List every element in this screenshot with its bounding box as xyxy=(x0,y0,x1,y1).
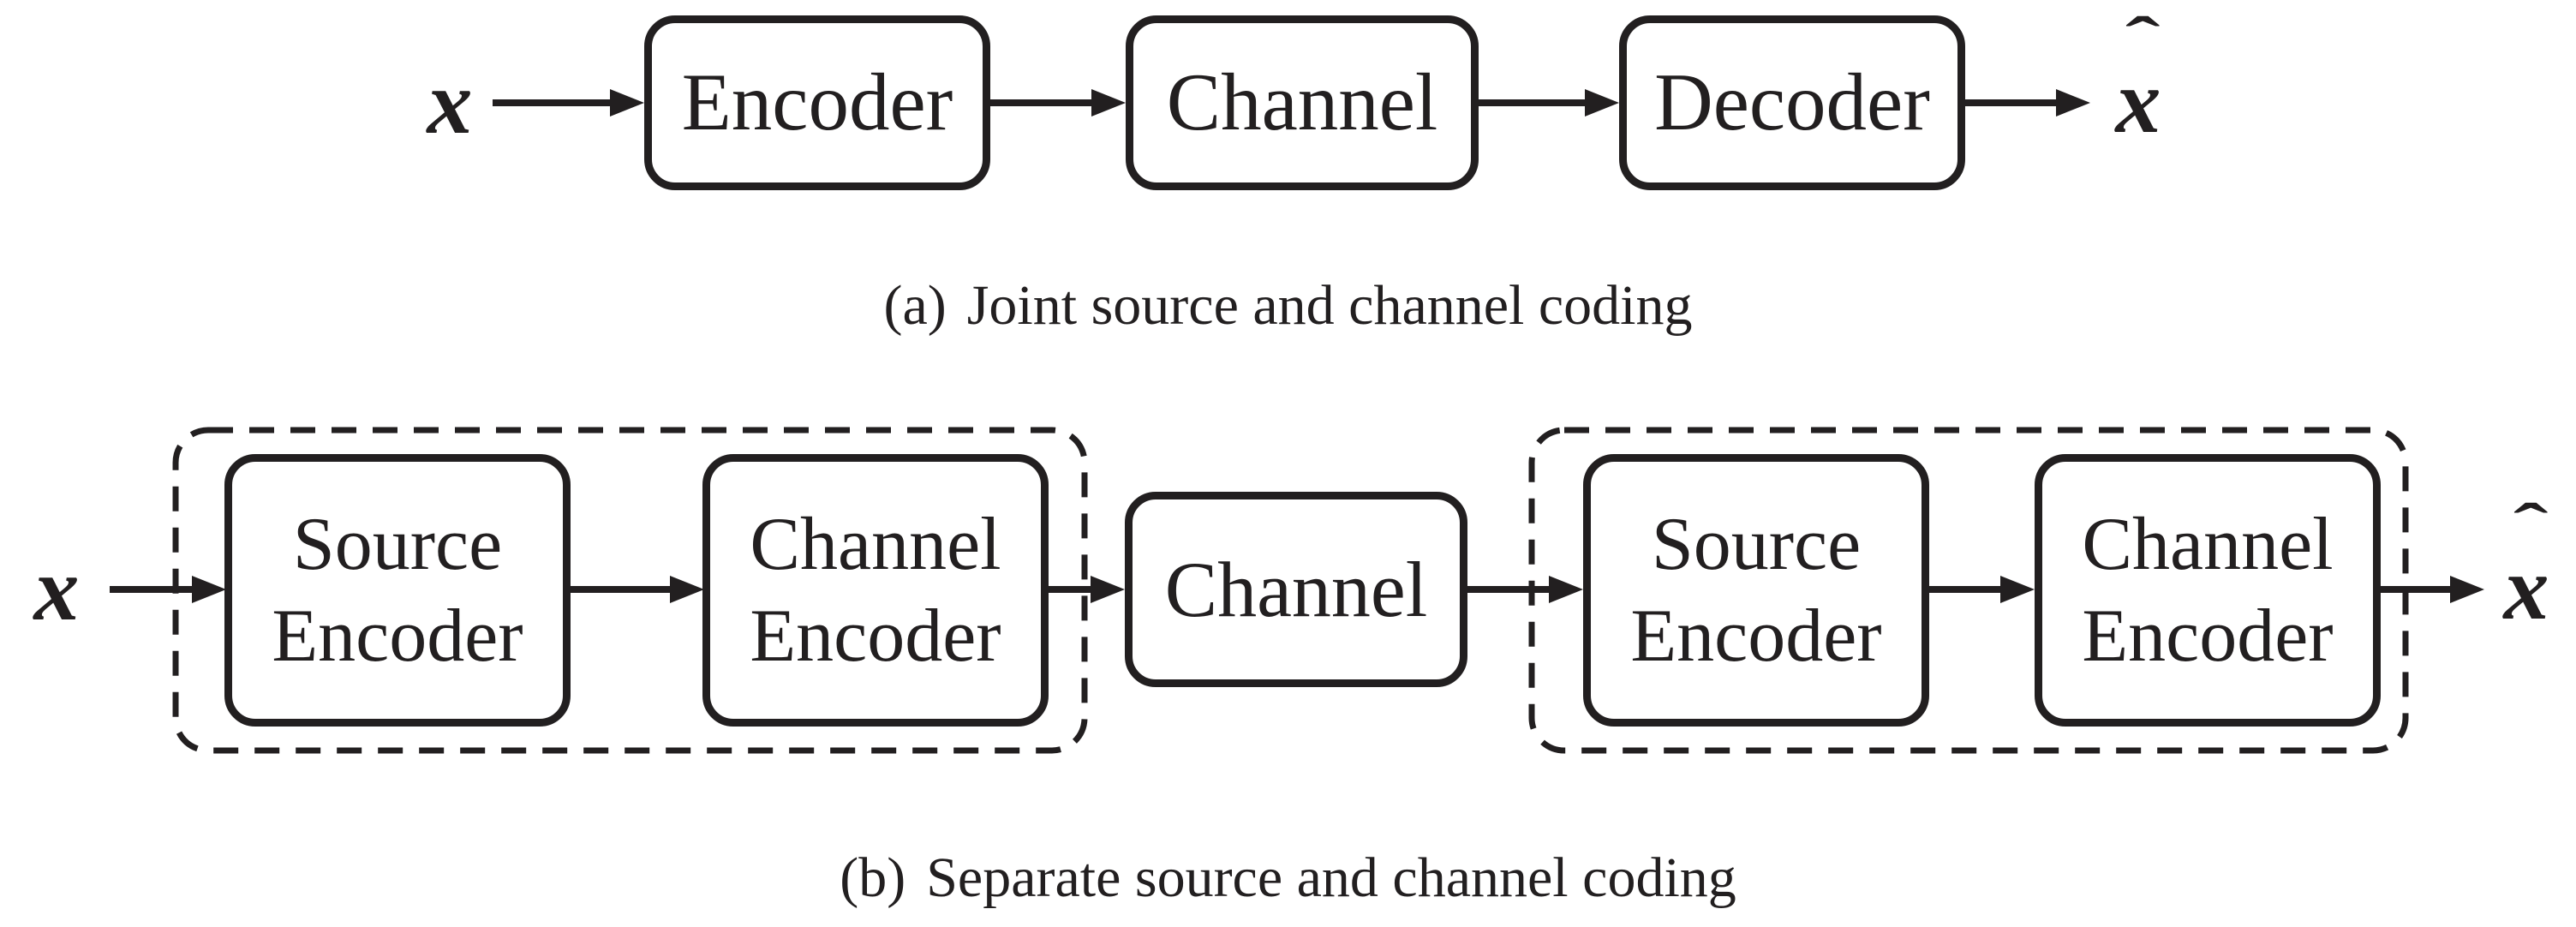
block-source-encoder-rx: Source Encoder xyxy=(1583,454,1929,727)
block-channel-encoder-rx: Channel Encoder xyxy=(2035,454,2381,727)
input-symbol-a-base: x xyxy=(427,52,473,153)
block-source-encoder-tx-label: Source Encoder xyxy=(272,502,523,678)
caption-b-index: (b) xyxy=(840,846,906,909)
block-source-encoder-tx: Source Encoder xyxy=(224,454,571,727)
block-channel-encoder-tx: Channel Encoder xyxy=(702,454,1049,727)
block-decoder-a: Decoder xyxy=(1619,15,1965,190)
block-channel-b-label: Channel xyxy=(1164,545,1428,633)
block-encoder-a: Encoder xyxy=(644,15,990,190)
input-symbol-b: x xyxy=(15,538,98,641)
caption-b: (b) Separate source and channel coding xyxy=(0,844,2576,912)
block-decoder-a-label: Decoder xyxy=(1654,57,1930,148)
block-encoder-a-label: Encoder xyxy=(681,57,953,148)
block-channel-encoder-tx-label: Channel Encoder xyxy=(750,502,1001,678)
block-channel-a: Channel xyxy=(1126,15,1479,190)
output-symbol-a-base: x xyxy=(2115,51,2161,152)
caption-a-index: (a) xyxy=(883,274,947,337)
output-symbol-b-base: x xyxy=(2503,538,2549,638)
hat-accent-b: ˆ xyxy=(2513,492,2549,562)
block-source-encoder-rx-label: Source Encoder xyxy=(1630,502,1882,678)
arrow-b-tx-to-channel xyxy=(1049,576,1125,603)
input-symbol-b-base: x xyxy=(33,539,80,639)
input-symbol-a: x xyxy=(409,51,491,154)
caption-a: (a) Joint source and channel coding xyxy=(0,272,2576,340)
output-symbol-a: ˆ x xyxy=(2087,5,2190,152)
arrow-b-source-to-channel-encoder-tx xyxy=(571,576,704,603)
arrow-a-input-to-encoder xyxy=(493,89,644,117)
block-channel-encoder-rx-label: Channel Encoder xyxy=(2082,502,2334,678)
arrow-a-encoder-to-channel xyxy=(990,89,1126,117)
arrow-b-source-to-channel-encoder-rx xyxy=(1929,576,2035,603)
block-channel-a-label: Channel xyxy=(1166,57,1438,148)
hat-accent-a: ˆ xyxy=(2125,5,2161,75)
arrow-b-channel-to-rx xyxy=(1467,576,1583,603)
caption-a-text: Joint source and channel coding xyxy=(966,274,1693,337)
arrow-b-rx-to-output xyxy=(2381,576,2484,603)
output-symbol-b: ˆ x xyxy=(2475,492,2576,638)
arrow-b-input-to-source-encoder xyxy=(110,576,226,603)
caption-b-text: Separate source and channel coding xyxy=(926,846,1736,909)
arrow-a-decoder-to-output xyxy=(1965,89,2090,117)
arrow-a-channel-to-decoder xyxy=(1479,89,1619,117)
block-channel-b: Channel xyxy=(1125,492,1467,687)
